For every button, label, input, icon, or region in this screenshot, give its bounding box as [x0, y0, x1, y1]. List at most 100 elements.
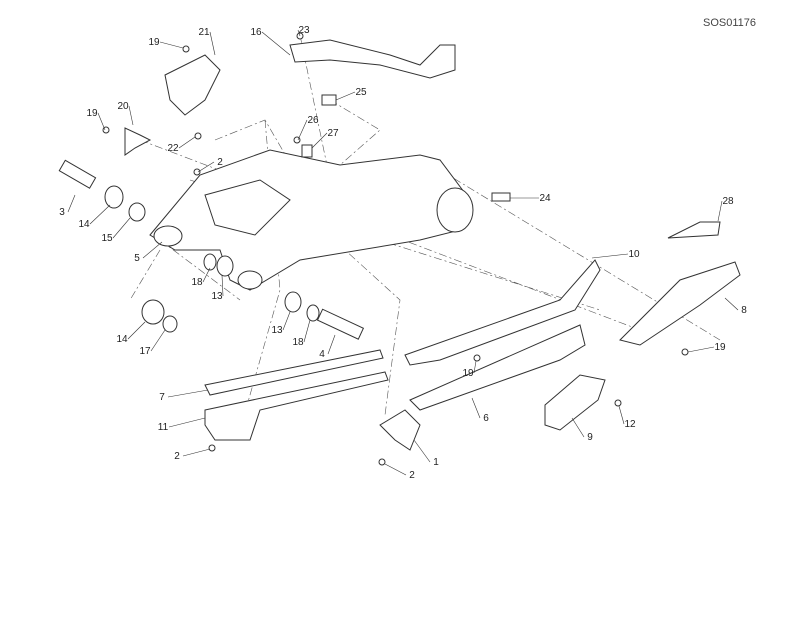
callout-number: 18 [292, 337, 304, 348]
callout-number: 27 [327, 128, 339, 139]
callout-leader [150, 329, 166, 352]
callout-leader [167, 389, 209, 398]
bearing-14 [104, 185, 124, 209]
swingarm-window [204, 179, 291, 236]
callout-leader [128, 105, 134, 126]
callout-number: 6 [483, 413, 489, 424]
callout-leader [303, 319, 311, 343]
callout-leader [112, 217, 131, 239]
callout-number: 2 [217, 157, 223, 168]
callout-number: 19 [86, 108, 98, 119]
bolt-27 [301, 144, 313, 158]
callout-leader [202, 267, 211, 283]
callout-leader [571, 417, 585, 438]
screw-2b [208, 444, 216, 452]
callout-number: 16 [250, 27, 262, 38]
callout-leader [311, 132, 328, 149]
callout-number: 25 [355, 87, 367, 98]
callout-leader [297, 119, 308, 141]
bracket-20 [124, 127, 152, 156]
callout-number: 2 [174, 451, 180, 462]
callout-leader [89, 204, 111, 225]
callout-number: 18 [191, 277, 203, 288]
swingarm-pivot-2 [237, 270, 263, 290]
chain-guard-upper [289, 39, 456, 79]
callout-number: 14 [116, 334, 128, 345]
slider-7 [204, 349, 384, 396]
callout-number: 13 [271, 325, 283, 336]
screw-2 [193, 168, 201, 176]
callout-number: 9 [587, 432, 593, 443]
callout-leader [384, 463, 407, 476]
callout-number: 13 [211, 291, 223, 302]
callout-leader [261, 31, 291, 56]
chain-guide-6 [409, 324, 586, 411]
bushing-15 [128, 202, 146, 222]
chain-guide-10 [404, 259, 601, 366]
callout-leader [413, 439, 431, 463]
callout-leader [67, 194, 76, 213]
callout-leader [473, 360, 477, 374]
screw-19 [182, 45, 190, 53]
callout-leader [687, 346, 715, 353]
cover-21 [164, 54, 221, 116]
callout-leader [221, 274, 224, 297]
drawing-code: SOS01176 [703, 17, 757, 29]
callout-number: 26 [307, 115, 319, 126]
callout-leader [724, 297, 739, 311]
callout-leader [209, 31, 216, 56]
decal-28 [667, 221, 721, 239]
callout-number: 8 [741, 305, 747, 316]
callout-leader [168, 417, 206, 428]
callout-number: 22 [167, 143, 179, 154]
callout-leader [297, 29, 301, 37]
pivot-shaft-3 [58, 159, 97, 189]
wheel-axle-hub [436, 187, 474, 233]
callout-leader [182, 448, 211, 457]
callout-leader [127, 321, 146, 340]
callout-number: 14 [78, 219, 90, 230]
pin-4 [316, 308, 365, 340]
ring-18 [203, 253, 217, 271]
swingarm-pivot [153, 225, 183, 247]
bushing-13b [284, 291, 302, 313]
screw-22 [194, 132, 202, 140]
callout-number: 3 [59, 207, 65, 218]
callout-number: 4 [319, 349, 325, 360]
callout-number: 7 [159, 392, 165, 403]
callout-leader [471, 397, 481, 419]
callout-number: 15 [101, 233, 113, 244]
screw-19c [681, 348, 689, 356]
callout-number: 20 [117, 101, 129, 112]
callout-number: 11 [158, 422, 169, 433]
callout-leader [327, 334, 336, 355]
callout-leader [178, 136, 196, 149]
parts [58, 32, 741, 466]
callout-number: 21 [198, 27, 210, 38]
callout-leader [282, 311, 291, 331]
callout-leader [142, 241, 163, 259]
callout-number: 24 [539, 193, 551, 204]
bolt-25 [321, 94, 337, 106]
callout-number: 12 [624, 419, 636, 430]
ring-18b [306, 304, 320, 322]
callout-leader [717, 200, 723, 222]
screw-19d [473, 354, 481, 362]
callout-number: 28 [722, 196, 734, 207]
callout-number: 17 [139, 346, 151, 357]
callout-leader [618, 405, 625, 425]
callout-number: 19 [714, 342, 726, 353]
bolt-24 [491, 192, 511, 202]
bearing-14b [141, 299, 165, 325]
bracket-1 [379, 409, 421, 451]
screw-12 [614, 399, 622, 407]
callout-number: 1 [433, 457, 439, 468]
callout-number: 2 [409, 470, 415, 481]
callout-number: 19 [148, 37, 160, 48]
callout-number: 5 [134, 253, 140, 264]
ring-17 [162, 315, 178, 333]
callout-leader [159, 41, 184, 49]
